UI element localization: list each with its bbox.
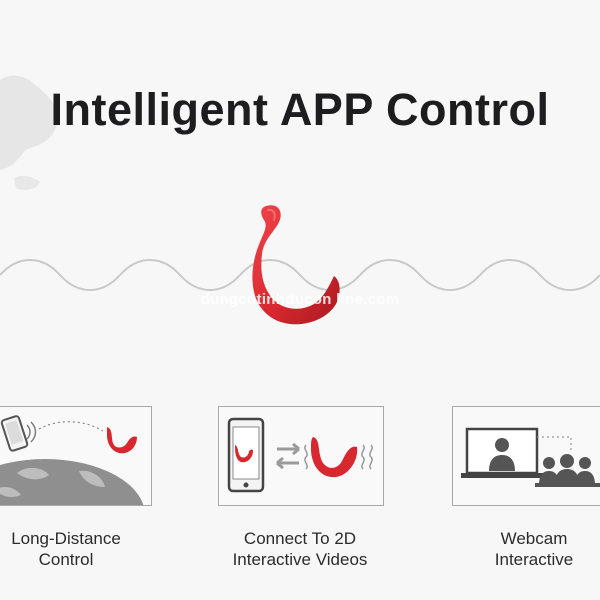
webcam-audience-icon bbox=[461, 427, 600, 487]
feature-label-interactive-videos: Connect To 2D Interactive Videos bbox=[232, 529, 368, 569]
wave-line bbox=[0, 259, 600, 291]
watermark-text: dungcutinhducon line.com bbox=[200, 291, 400, 308]
product-image bbox=[252, 205, 340, 325]
feature-label-long-distance: Long-Distance Control bbox=[11, 529, 121, 569]
feature-label-webcam: Webcam Interactive bbox=[494, 529, 574, 569]
page-title: Intelligent APP Control bbox=[50, 84, 550, 135]
feature-card-interactive-videos bbox=[218, 406, 384, 506]
globe-phone-icon bbox=[0, 415, 144, 505]
map-decoration bbox=[0, 75, 58, 190]
phone-sync-icon bbox=[227, 417, 373, 493]
feature-card-webcam bbox=[452, 406, 600, 506]
feature-card-long-distance bbox=[0, 406, 152, 506]
